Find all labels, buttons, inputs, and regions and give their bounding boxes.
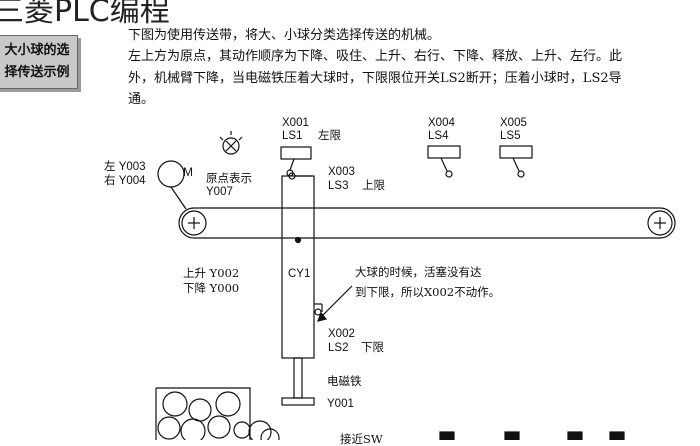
right-output-label: 右 Y004 — [104, 175, 146, 187]
ls4-name: LS4 — [428, 130, 449, 142]
note-arrowhead — [317, 311, 328, 322]
ls1-desc: 左限 — [318, 128, 341, 142]
origin-lamp-icon — [219, 131, 243, 155]
ls2-name: LS2 — [328, 342, 349, 354]
up-output-label: 上升 Y002 — [183, 266, 240, 280]
limit-switch-ls5 — [499, 145, 533, 178]
ls2-address: X002 — [328, 328, 355, 340]
note-line-2: 到下限，所以X002不动作。 — [355, 285, 501, 299]
description-line-4: 通。 — [128, 92, 155, 107]
cylinder-body — [281, 175, 315, 359]
electromagnet — [281, 397, 315, 406]
ls5-name: LS5 — [500, 130, 521, 142]
motor-symbol: M — [183, 165, 193, 179]
note-line-1: 大球的时候，活塞没有达 — [355, 265, 482, 279]
magnet-label: 电磁铁 — [327, 374, 362, 388]
ls1-name: LS1 — [282, 130, 303, 142]
limit-switch-ls2 — [314, 303, 323, 316]
ls3-name: LS3 — [328, 180, 349, 192]
limit-switch-ls4 — [427, 145, 461, 178]
example-title-line-1: 大小球的选 — [4, 43, 70, 58]
ls2-desc: 下限 — [361, 340, 384, 354]
example-title-line-2: 择传送示例 — [4, 65, 70, 80]
page-heading: 三菱PLC编程 — [0, 0, 170, 29]
magnet-output-label: Y001 — [327, 398, 354, 410]
ls5-address: X005 — [500, 117, 527, 129]
carriage-pivot — [294, 236, 302, 244]
example-title-box: 大小球的选 择传送示例 — [0, 35, 78, 89]
origin-output-label: Y007 — [206, 186, 233, 198]
motor-icon — [157, 160, 185, 188]
down-output-label: 下降 Y000 — [183, 281, 240, 295]
limit-switch-ls1 — [280, 146, 312, 177]
origin-indicator-label: 原点表示 — [206, 171, 252, 185]
cylinder-label: CY1 — [288, 268, 311, 280]
piston-rod — [293, 357, 303, 399]
ls3-address: X003 — [328, 166, 355, 178]
motor-drive-link — [170, 186, 187, 210]
ls1-address: X001 — [282, 117, 309, 129]
description-line-1: 下图为使用传送带，将大、小球分类选择传送的机械。 — [128, 28, 441, 43]
ls4-address: X004 — [428, 117, 455, 129]
note-arrow — [319, 285, 353, 319]
ls3-desc: 上限 — [362, 178, 385, 192]
ball-bin — [155, 387, 280, 440]
conveyor-belt — [178, 207, 676, 239]
left-output-label: 左 Y003 — [104, 161, 146, 173]
description-line-2: 左上方为原点，其动作顺序为下降、吸住、上升、右行、下降、释放、上升、左行。此 — [128, 49, 623, 64]
partial-bins — [439, 431, 625, 440]
description-line-3: 外，机械臂下降，当电磁铁压着大球时，下限限位开关LS2断开；压着小球时，LS2导 — [128, 71, 622, 86]
